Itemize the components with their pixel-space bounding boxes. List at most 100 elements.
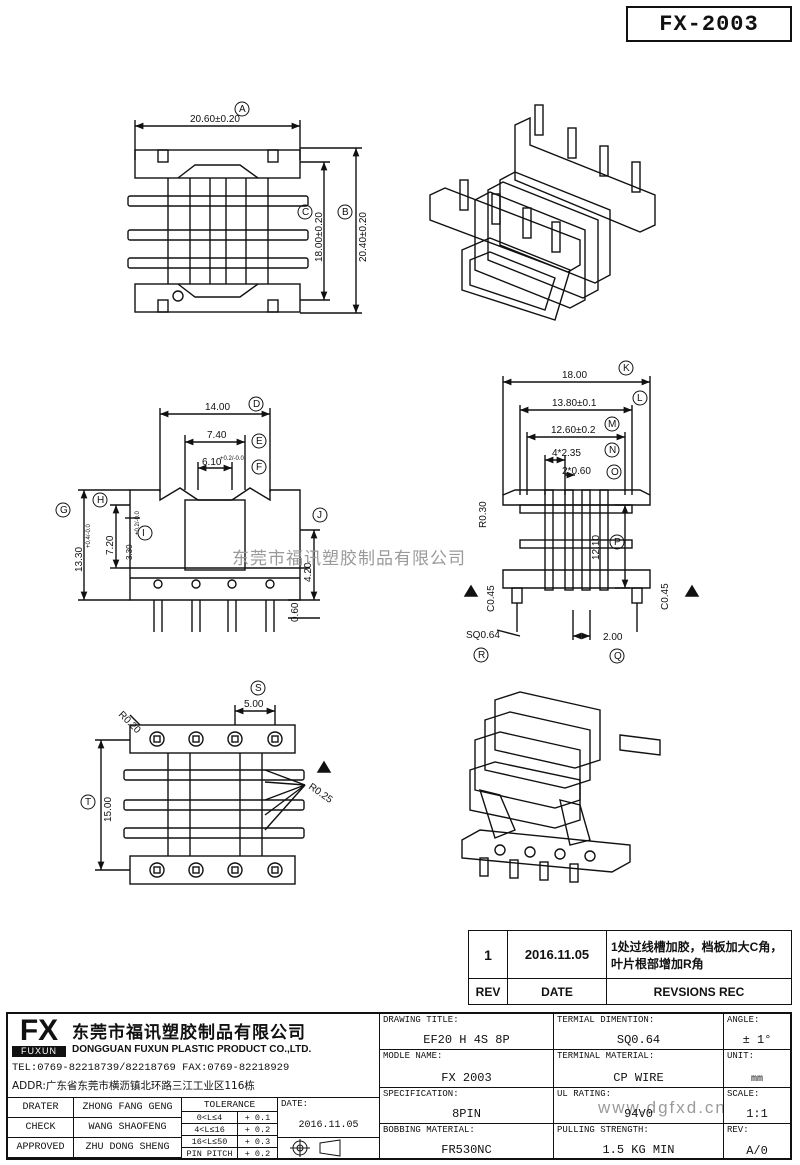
dim-o: 2*0.60: [562, 466, 591, 477]
scale: 1:1: [746, 1107, 768, 1121]
dim-m: 12.60±0.2: [551, 425, 596, 436]
rev-header-date: DATE: [507, 978, 607, 1005]
company-addr: ADDR:广东省东莞市横沥镇北环路三江工业区116栋: [12, 1080, 255, 1092]
title-block: FX FUXUN 东莞市福讯塑胶制品有限公司 DONGGUAN FUXUN PL…: [6, 1012, 792, 1160]
ul-rating-label: UL RATING:: [557, 1089, 612, 1099]
rev-value: A/0: [746, 1144, 768, 1158]
watermark-company: 东莞市福讯塑胶制品有限公司: [232, 549, 466, 569]
label-n: N: [609, 445, 616, 456]
pulling-strength: 1.5 KG MIN: [602, 1143, 675, 1157]
tol-value-1: + 0.1: [244, 1113, 271, 1123]
dim-q: 2.00: [603, 632, 623, 643]
module-name-label: MODLE NAME:: [383, 1051, 443, 1061]
terminal-material-label: TERMINAL MATERIAL:: [557, 1051, 655, 1061]
dim-i-tol: +0.2/-0.0: [135, 510, 141, 535]
label-t: T: [85, 797, 91, 808]
projection-icon: [290, 1139, 341, 1157]
tolerance-label: TOLERANCE: [203, 1099, 256, 1110]
rev-desc-line1: 1处过线槽加胶，档板加大C角，: [611, 939, 783, 954]
drater-name: ZHONG FANG GENG: [82, 1102, 173, 1113]
bottom-view: [95, 705, 332, 885]
label-k: K: [623, 363, 630, 374]
isometric-view-top: [429, 104, 656, 321]
dim-g-tol: +0.4/-0.0: [86, 523, 92, 548]
unit-label: UNIT:: [727, 1051, 755, 1061]
dim-e: 7.40: [207, 430, 227, 441]
dim-n: 4*2.35: [552, 448, 581, 459]
dim-h: 7.20: [105, 535, 116, 555]
terminal-material: CP WIRE: [613, 1071, 664, 1085]
tol-range-4: PIN PITCH: [186, 1149, 233, 1159]
scale-label: SCALE:: [727, 1089, 760, 1099]
dim-t: 15.00: [103, 797, 114, 822]
approved-name: ZHU DONG SHENG: [85, 1142, 170, 1153]
dim-a: 20.60±0.20: [190, 114, 240, 125]
terminal-dim-label: TERMIAL DIMENTION:: [557, 1015, 655, 1025]
revision-table: 1 2016.11.05 1处过线槽加胶，档板加大C角， 叶片根部增加R角 RE…: [468, 930, 792, 1005]
rev-label: REV:: [727, 1125, 749, 1135]
watermark-url: www.dgfxd.cn: [598, 1098, 727, 1117]
dim-j: 4.20: [303, 562, 314, 582]
pulling-strength-label: PULLING STRENGTH:: [557, 1125, 649, 1135]
label-q: Q: [614, 651, 622, 662]
check-label: CHECK: [25, 1122, 56, 1133]
approved-label: APPROVED: [16, 1142, 65, 1153]
tol-value-4: + 0.2: [244, 1149, 271, 1159]
label-m: M: [608, 419, 616, 430]
logo-fuxun: FUXUN: [12, 1046, 66, 1057]
label-i: I: [142, 528, 145, 539]
drater-label: DRATER: [22, 1102, 59, 1113]
top-view: [127, 120, 362, 314]
ul-rating: 94V0: [624, 1107, 653, 1121]
specification: 8PIN: [452, 1107, 481, 1121]
label-b: B: [342, 207, 349, 218]
dim-f-tol: +0.2/-0.0: [220, 456, 245, 462]
module-name: FX 2003: [441, 1071, 492, 1085]
label-c: C: [302, 207, 309, 218]
label-r: R: [478, 650, 485, 661]
rev-header-rec: REVSIONS REC: [606, 978, 792, 1005]
rev-header-rev: REV: [468, 978, 508, 1005]
drawing-title-label: DRAWING TITLE:: [383, 1015, 459, 1025]
company-name-cn: 东莞市福讯塑胶制品有限公司: [72, 1023, 306, 1043]
label-l: L: [637, 393, 643, 404]
projection-symbol: [278, 1138, 380, 1160]
side-view: [78, 408, 320, 632]
rev-date: 2016.11.05: [507, 930, 607, 979]
company-area: FX FUXUN 东莞市福讯塑胶制品有限公司 DONGGUAN FUXUN PL…: [8, 1014, 380, 1098]
tol-range-2: 4<L≤16: [194, 1125, 225, 1135]
dim-r030: R0.30: [478, 501, 489, 528]
dim-sq: SQ0.64: [466, 630, 500, 641]
isometric-view-bottom: [461, 691, 661, 883]
dim-r025: R0.25: [306, 781, 335, 806]
dim-b: 20.40±0.20: [358, 212, 369, 262]
dim-k: 18.00: [562, 370, 587, 381]
dim-g: 13.30: [74, 547, 85, 572]
label-j: J: [317, 510, 322, 521]
rev-no: 1: [468, 930, 508, 979]
dim-c045-left: C0.45: [486, 585, 497, 612]
date-label: DATE:: [281, 1099, 309, 1109]
dim-i: 3.30: [125, 544, 134, 560]
label-d: D: [253, 399, 260, 410]
dim-d: 14.00: [205, 402, 230, 413]
model-number: FX-2003: [626, 6, 792, 42]
bobbing-material-label: BOBBING MATERIAL:: [383, 1125, 475, 1135]
tol-range-1: 0<L≤4: [196, 1113, 223, 1123]
technical-drawing: A C B 20.60±0.20 20.40±0.20 18.00±0.20 D…: [55, 101, 700, 885]
front-view: [463, 376, 700, 640]
tol-range-3: 16<L≤50: [191, 1137, 228, 1147]
angle-label: ANGLE:: [727, 1015, 760, 1025]
rev-desc: 1处过线槽加胶，档板加大C角， 叶片根部增加R角: [606, 930, 792, 979]
dim-p: 12.10: [591, 535, 602, 560]
company-name-en: DONGGUAN FUXUN PLASTIC PRODUCT CO.,LTD.: [72, 1044, 312, 1055]
label-f: F: [256, 462, 262, 473]
unit: mm: [750, 1074, 763, 1085]
dim-c: 18.00±0.20: [314, 212, 325, 262]
label-g: G: [60, 505, 68, 516]
check-name: WANG SHAOFENG: [88, 1122, 167, 1133]
drawing-title: EF20 H 4S 8P: [423, 1033, 510, 1047]
date-value: 2016.11.05: [298, 1120, 359, 1131]
label-p: P: [614, 537, 621, 548]
specification-label: SPECIFICATION:: [383, 1089, 459, 1099]
